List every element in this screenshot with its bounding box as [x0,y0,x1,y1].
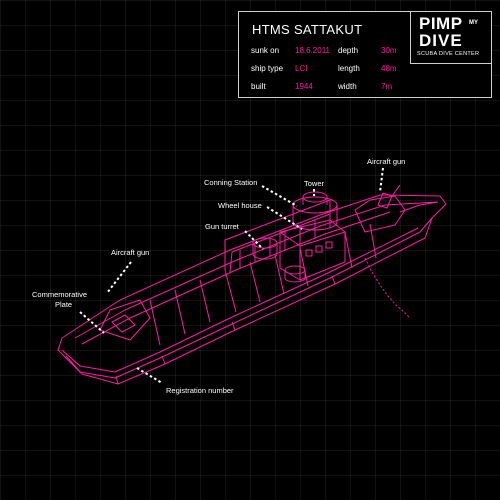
ship-info-main: HTMS SATTAKUT sunk on 18.6.2011 depth 30… [239,12,410,97]
label-tower: Tower [304,179,325,188]
ship-hull [57,184,447,385]
spec-value: 1944 [295,82,313,91]
logo-word-dive: DIVE [419,31,463,50]
spec-value: 18.6.2011 [295,46,330,55]
logo-subtitle: SCUBA DIVE CENTER [417,51,480,57]
ship-name: HTMS SATTAKUT [252,22,363,37]
spec-value: 30m [381,46,397,55]
spec-label: ship type [251,64,284,73]
brand-logo: PIMP MY DIVE SCUBA DIVE CENTER [410,12,492,64]
callout-leaders [79,167,384,384]
spec-value: LCI [295,64,308,73]
label-wheelhouse: Wheel house [218,201,262,210]
label-aircraft-gun-right: Aircraft gun [367,157,406,166]
spec-label: built [251,82,266,91]
spec-label: depth [338,46,359,55]
label-registration-number: Registration number [166,386,234,395]
logo-word-pimp: PIMP [419,14,463,33]
spec-label: width [338,82,357,91]
spec-label: length [338,64,360,73]
label-aircraft-gun-left: Aircraft gun [111,248,150,257]
spec-value: 7m [381,82,393,91]
spec-label: sunk on [251,46,280,55]
label-conning-station: Conning Station [204,178,258,187]
ship-info-card: HTMS SATTAKUT sunk on 18.6.2011 depth 30… [238,11,492,98]
label-commemorative-plate-line1: Commemorative [32,290,88,299]
label-gun-turret: Gun turret [205,222,239,231]
spec-value: 48m [381,64,397,73]
label-commemorative-plate-line2: Plate [55,300,73,309]
logo-word-my: MY [469,20,478,26]
